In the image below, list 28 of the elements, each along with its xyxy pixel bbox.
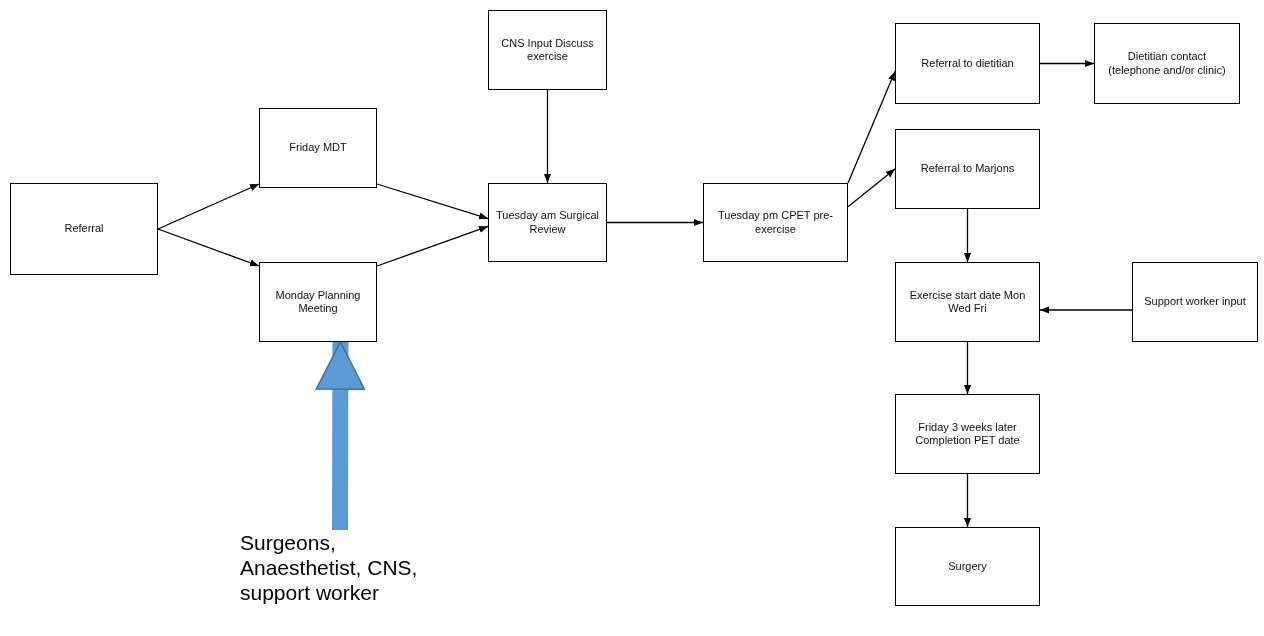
arrow [847,70,896,184]
arrow [847,168,896,208]
arrow [376,183,489,220]
process-box: Surgery [895,527,1040,606]
arrow [157,228,260,267]
arrow [1039,59,1095,68]
process-box: Referral to dietitian [895,23,1040,104]
process-box: Exercise start date Mon Wed Fri [895,262,1040,342]
arrow [606,218,704,227]
process-box: Support worker input [1132,262,1258,342]
process-box: Friday 3 weeks later Completion PET date [895,394,1040,474]
process-box: Tuesday am Surgical Review [488,183,607,262]
arrow [376,225,489,267]
arrow [543,89,552,184]
arrow [1039,306,1133,314]
block-arrow [315,341,366,531]
arrow [963,208,972,263]
process-box: Referral to Marjons [895,129,1040,209]
arrow [963,341,972,395]
process-box: Dietitian contact (telephone and/or clinic) [1094,23,1240,104]
process-box: Referral [10,183,158,275]
process-box: Monday Planning Meeting [259,262,377,342]
process-box: Friday MDT [259,108,377,188]
note-text: Surgeons, Anaesthetist, CNS, support worker [240,530,419,606]
process-box: Tuesday pm CPET pre-exercise [703,183,848,262]
arrow [157,183,260,230]
arrow [963,473,972,528]
process-box: CNS Input Discuss exercise [488,10,607,90]
